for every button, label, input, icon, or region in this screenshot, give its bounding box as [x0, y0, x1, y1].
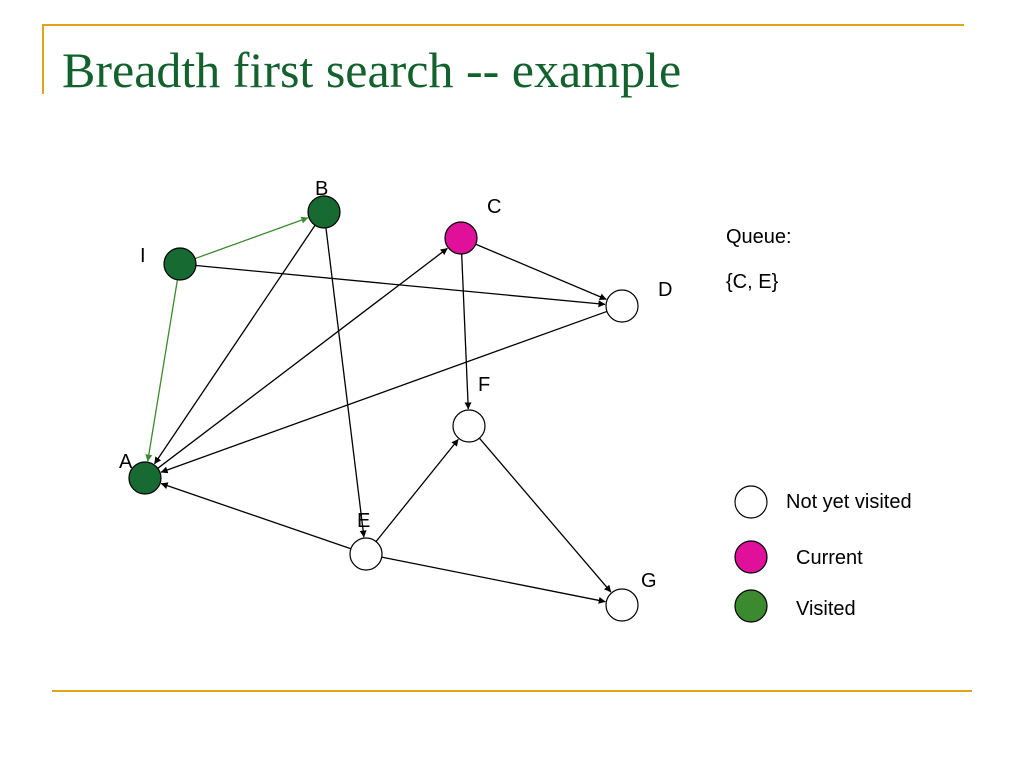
- node-label-g: G: [641, 570, 657, 592]
- edge-b-to-e: [325, 227, 367, 538]
- edge-f-to-g: [478, 437, 612, 593]
- node-g: [605, 588, 639, 622]
- legend-label-current: Current: [796, 547, 863, 569]
- edge-i-to-d: [195, 264, 606, 308]
- legend-swatch-current: [734, 540, 768, 574]
- legend-label-visited: Visited: [796, 598, 856, 620]
- node-e: [349, 537, 383, 571]
- node-label-d: D: [658, 279, 672, 301]
- legend-layer: [734, 485, 768, 623]
- slide-title: Breadth first search -- example: [62, 42, 682, 98]
- legend-swatch-not-visited: [734, 485, 768, 519]
- node-i: [163, 247, 197, 281]
- legend-label-not-visited: Not yet visited: [786, 491, 912, 513]
- node-label-c: C: [487, 196, 501, 218]
- edge-a-to-c: [157, 247, 448, 469]
- bottom-rule: [52, 690, 972, 692]
- node-a: [128, 461, 162, 495]
- edge-e-to-a: [160, 482, 352, 550]
- node-c: [444, 221, 478, 255]
- edge-e-to-g: [381, 556, 606, 604]
- node-label-f: F: [478, 374, 490, 396]
- edges-layer: [145, 216, 612, 604]
- node-d: [605, 289, 639, 323]
- top-rule: [42, 24, 964, 26]
- node-b: [307, 195, 341, 229]
- edge-i-to-a: [145, 279, 179, 462]
- queue-label: Queue:: [726, 226, 792, 248]
- node-label-i: I: [140, 245, 146, 267]
- edge-d-to-a: [160, 310, 608, 474]
- node-label-e: E: [357, 510, 370, 532]
- edge-c-to-f: [461, 253, 472, 410]
- left-rule: [42, 24, 44, 94]
- queue-value: {C, E}: [726, 271, 779, 293]
- node-label-a: A: [119, 451, 133, 473]
- node-f: [452, 409, 486, 443]
- nodes-layer: [128, 195, 639, 622]
- edge-i-to-b: [194, 216, 309, 260]
- legend-swatch-visited: [734, 589, 768, 623]
- labels-layer: I B C D F A E G: [119, 178, 672, 592]
- node-label-b: B: [315, 178, 328, 200]
- edge-c-to-d: [475, 243, 607, 301]
- edge-e-to-f: [375, 438, 459, 542]
- edge-b-to-a: [153, 224, 316, 465]
